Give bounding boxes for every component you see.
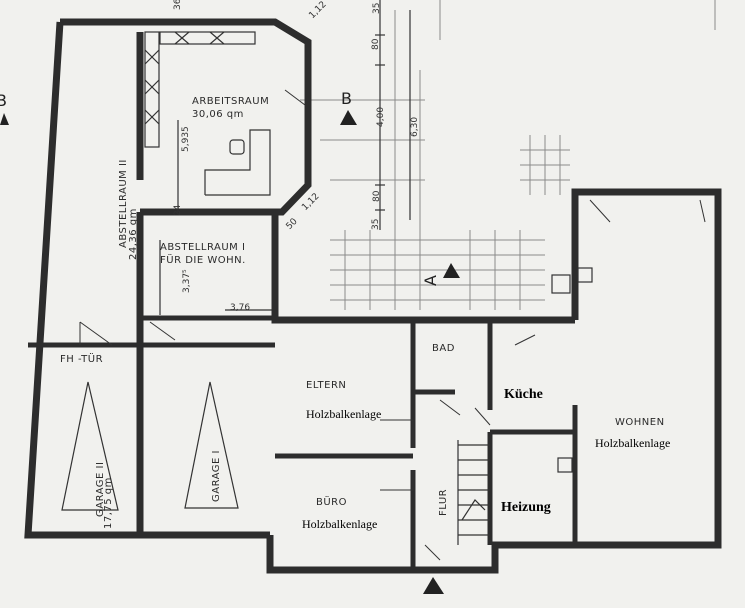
- arbeitsraum-name: ARBEITSRAUM: [192, 96, 269, 107]
- eltern-label: ELTERN: [306, 380, 346, 391]
- section-marker-b: B B: [0, 89, 357, 125]
- abstellraum1-line1: ABSTELLRAUM I: [160, 242, 245, 253]
- section-b-left-label: B: [0, 91, 7, 110]
- garage1-name: GARAGE I: [211, 450, 222, 502]
- abstellraum2-area: 24,36 qm: [128, 208, 139, 260]
- wohnen-label: WOHNEN: [615, 417, 665, 428]
- flur-label: FLUR: [438, 489, 449, 516]
- desk: [204, 129, 271, 196]
- dim-24: 24: [173, 204, 183, 216]
- garage2-area: 17,75 qm: [103, 477, 114, 529]
- kueche-label: Küche: [504, 387, 543, 402]
- section-a-label: A: [421, 275, 440, 286]
- dim-35-top: 35: [372, 3, 382, 14]
- buero-holzbalkenlage: Holzbalkenlage: [302, 517, 377, 531]
- section-b-label: B: [341, 89, 352, 108]
- garage-markers: [61, 381, 239, 511]
- wohnen-holzbalkenlage: Holzbalkenlage: [595, 436, 670, 450]
- dim-5935: 5,935: [181, 126, 191, 152]
- bad-label: BAD: [432, 343, 455, 354]
- dim-35-bot: 35: [371, 219, 381, 230]
- arbeitsraum-area: 30,06 qm: [192, 109, 244, 120]
- dim-376: 3,76: [230, 303, 250, 313]
- dim-630: 6,30: [410, 117, 420, 137]
- dim-3375: 3,37⁵: [182, 269, 192, 293]
- abstellraum2-name: ABSTELLRAUM II: [118, 159, 129, 248]
- dim-80-top: 80: [371, 38, 381, 50]
- door-swings: [79, 89, 706, 561]
- dimension-lines: [159, 0, 411, 315]
- terrace-grid-top: [300, 0, 716, 310]
- dim-400: 4,00: [376, 107, 386, 127]
- section-marker-a: A: [421, 263, 460, 594]
- abstellraum1-line2: FÜR DIE WOHN.: [160, 253, 246, 266]
- garage2-name: GARAGE II: [95, 462, 106, 517]
- buero-label: BÜRO: [316, 495, 347, 508]
- dim-80-bot: 80: [372, 190, 382, 202]
- dim-36: 36: [173, 0, 183, 10]
- heizung-label: Heizung: [501, 500, 551, 515]
- chimney: [551, 267, 593, 473]
- stairs: [457, 440, 490, 545]
- eltern-holzbalkenlage: Holzbalkenlage: [306, 407, 381, 421]
- fh-tuer-label: FH -TÜR: [60, 352, 103, 365]
- shelf-unit: [144, 31, 256, 148]
